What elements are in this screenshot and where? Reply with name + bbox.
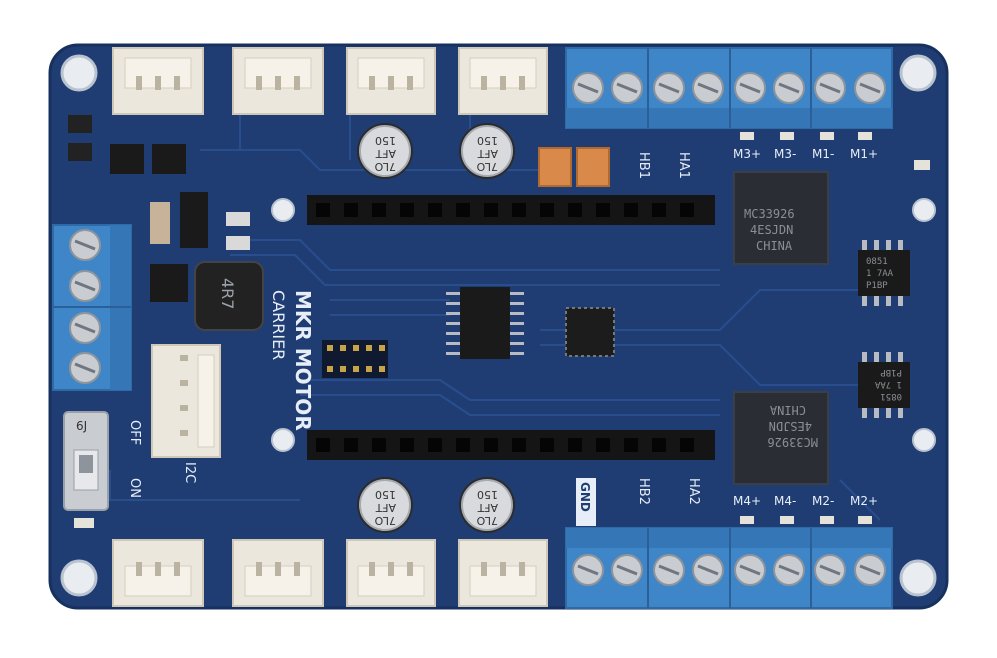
label-hb1: HB1 — [636, 152, 651, 179]
pin-header-2x5 — [322, 340, 388, 378]
mkr-header-bottom — [307, 430, 715, 460]
electrolytic-capacitors-top — [357, 123, 515, 179]
inductor-marking: 4R7 — [218, 278, 237, 309]
jst-connector — [232, 47, 324, 115]
cap-top-right-1: 150 — [477, 134, 498, 147]
motor-label-top-1: M3- — [774, 147, 796, 161]
jst-connector — [112, 47, 204, 115]
jst-connector — [232, 539, 324, 607]
small-chip-bottom-line2: 1 7AA — [874, 379, 902, 389]
small-chip-top-line1: 0851 — [866, 257, 888, 267]
mounting-hole — [271, 198, 295, 222]
cap-bottom-right-3: 7LO — [476, 514, 498, 527]
small-chip-top — [858, 240, 910, 306]
mounting-hole — [912, 428, 936, 452]
motor-label-bottom-1: M4- — [774, 494, 796, 508]
small-chip-bottom — [858, 352, 910, 418]
cap-top-left-3: 7LO — [374, 160, 396, 173]
left-power-terminal — [52, 224, 132, 391]
gnd-label-box — [576, 478, 596, 526]
switch-mark: 6J — [76, 419, 87, 433]
small-chip-top-line3: P1BP — [866, 281, 888, 291]
mounting-hole — [60, 559, 98, 597]
cap-bottom-right-2: AFT — [477, 501, 498, 514]
cap-top-left-2: AFT — [375, 147, 396, 160]
cap-bottom-right-1: 150 — [477, 488, 498, 501]
small-chip-top-line2: 1 7AA — [866, 269, 894, 279]
cap-bottom-left-3: 7LO — [374, 514, 396, 527]
bottom-servo-connectors — [112, 539, 548, 607]
mounting-holes — [60, 54, 937, 597]
mounting-hole — [912, 198, 936, 222]
driver-bottom-line3: CHINA — [769, 403, 806, 417]
electrolytic-capacitors-bottom — [357, 477, 515, 533]
label-ha2: HA2 — [686, 478, 701, 505]
small-chip-bottom-line1: 0851 — [880, 391, 902, 401]
mounting-hole — [899, 54, 937, 92]
driver-top-line1: MC33926 — [744, 207, 795, 221]
status-leds — [74, 132, 930, 528]
smd-components-left — [68, 115, 250, 250]
jst-connector — [458, 539, 548, 607]
top-screw-terminal — [565, 47, 893, 129]
driver-top-line3: CHINA — [756, 239, 793, 253]
driver-chip-top — [733, 171, 829, 265]
driver-chip-bottom — [733, 391, 829, 485]
driver-bottom-line2: 4ESJDN — [769, 419, 812, 433]
mounting-hole — [60, 54, 98, 92]
label-ha1: HA1 — [676, 152, 691, 179]
silkscreen-text: MKR MOTOR CARRIER HB1 HA1 HB2 HA2 GND I2… — [76, 134, 902, 527]
power-switch — [63, 411, 109, 511]
central-ic-qfn — [565, 307, 615, 357]
top-servo-connectors — [112, 47, 548, 115]
tantalum-capacitors — [538, 147, 610, 187]
jst-connector — [346, 539, 436, 607]
driver-bottom-line1: MC33926 — [767, 435, 818, 449]
cap-bottom-left-1: 150 — [375, 488, 396, 501]
motor-label-top-3: M1+ — [850, 147, 878, 161]
mkr-header-top — [307, 195, 715, 225]
small-chip-bottom-line3: P1BP — [880, 367, 902, 377]
cap-top-right-3: 7LO — [476, 160, 498, 173]
bottom-screw-terminal — [565, 527, 893, 609]
central-ic-tssop — [446, 287, 524, 359]
cap-top-left-1: 150 — [375, 134, 396, 147]
motor-label-top-2: M1- — [812, 147, 834, 161]
label-off: OFF — [127, 420, 142, 445]
label-gnd: GND — [578, 482, 592, 512]
mounting-hole — [271, 428, 295, 452]
jst-connector — [346, 47, 436, 115]
motor-label-top-0: M3+ — [733, 147, 761, 161]
motor-label-bottom-2: M2- — [812, 494, 834, 508]
cap-top-right-2: AFT — [477, 147, 498, 160]
mounting-hole — [899, 559, 937, 597]
cap-bottom-left-2: AFT — [375, 501, 396, 514]
inductor — [194, 261, 264, 331]
jst-connector — [112, 539, 204, 607]
label-on: ON — [127, 478, 142, 498]
regulator-ic — [150, 264, 188, 302]
i2c-connector — [151, 344, 221, 458]
jst-connector — [458, 47, 548, 115]
board-name-line2: CARRIER — [269, 290, 288, 360]
driver-top-line2: 4ESJDN — [750, 223, 793, 237]
motor-label-bottom-0: M4+ — [733, 494, 761, 508]
label-i2c: I2C — [182, 462, 197, 483]
board-name-line1: MKR MOTOR — [291, 290, 315, 431]
motor-label-bottom-3: M2+ — [850, 494, 878, 508]
label-hb2: HB2 — [636, 478, 651, 505]
